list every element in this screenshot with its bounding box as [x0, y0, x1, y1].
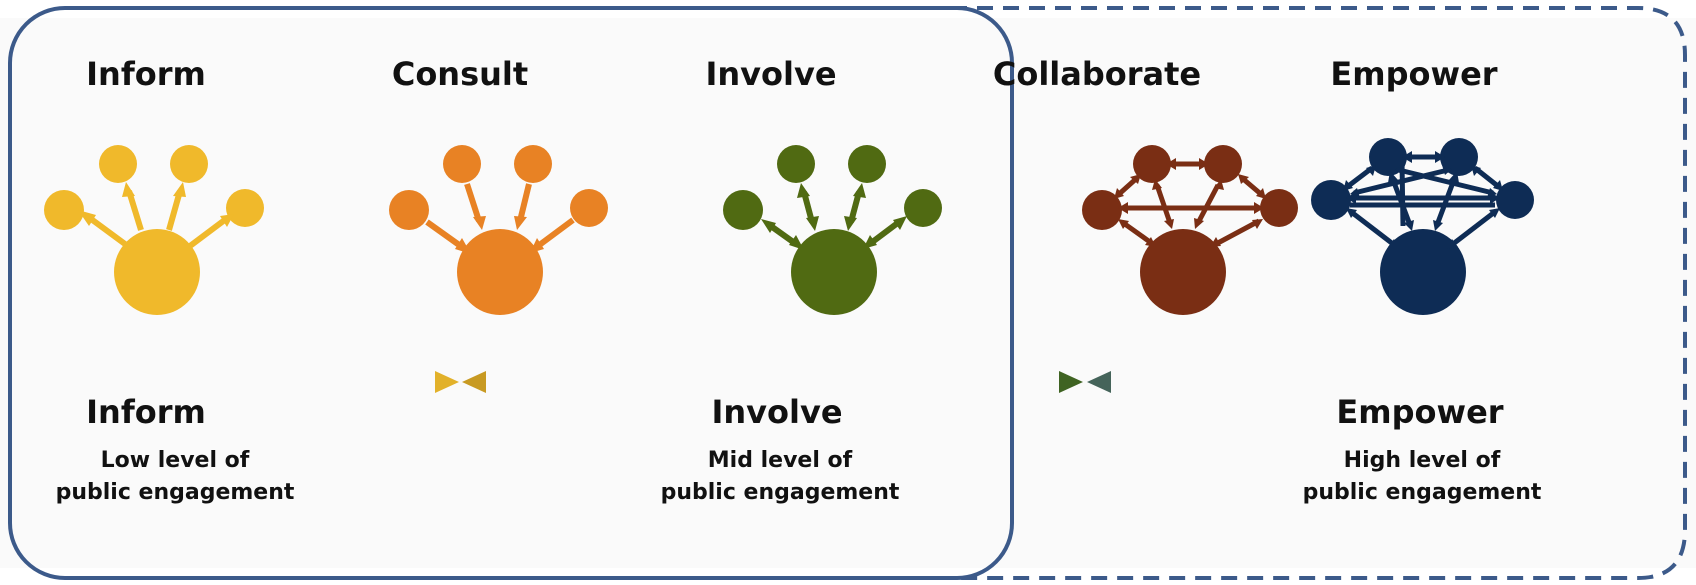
scale-desc-low-line1: Low level of: [100, 448, 250, 473]
empower-icon: [1311, 138, 1534, 315]
stage-title-involve: Involve: [705, 55, 837, 93]
scale-desc-mid-line1: Mid level of: [707, 448, 853, 473]
dashed-frame: [925, 6, 1687, 580]
solid-frame: [8, 6, 1014, 580]
scale-desc-mid-line2: public engagement: [660, 480, 900, 505]
stage-title-empower: Empower: [1330, 55, 1498, 93]
arrowhead-empower-left: [1087, 371, 1111, 393]
scale-desc-high-line2: public engagement: [1302, 480, 1542, 505]
arrowhead-inform-right: [435, 371, 459, 393]
consult-icon: [389, 145, 608, 315]
inform-icon: [44, 145, 264, 315]
stage-title-collaborate: Collaborate: [992, 55, 1202, 93]
stage-title-consult: Consult: [391, 55, 529, 93]
scale-desc-high-line1: High level of: [1343, 448, 1501, 473]
stage-title-inform: Inform: [86, 55, 206, 93]
scale-label-high: Empower: [1336, 393, 1504, 431]
involve-icon: [723, 145, 942, 315]
arrowhead-involve-right: [1059, 371, 1083, 393]
collaborate-icon: [1082, 145, 1298, 315]
scale-desc-low-line2: public engagement: [55, 480, 295, 505]
arrowhead-involve-left: [462, 371, 486, 393]
scale-label-low: Inform: [86, 393, 206, 431]
scale-arrows: [240, 371, 1316, 393]
scale-label-mid: Involve: [711, 393, 843, 431]
